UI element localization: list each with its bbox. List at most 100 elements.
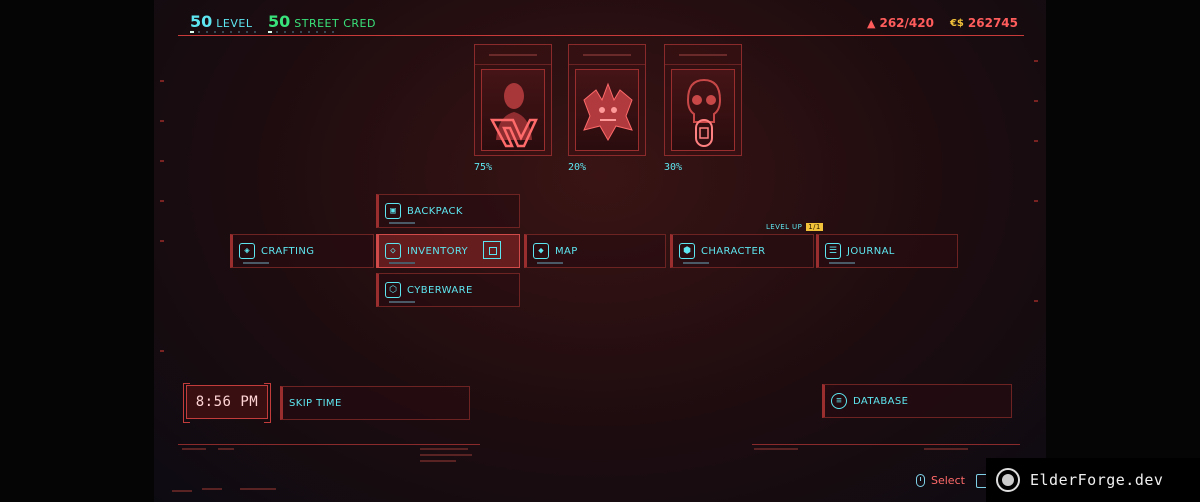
button-subline	[243, 262, 269, 264]
backpack-icon: ▣	[385, 203, 401, 219]
side-tick	[1034, 200, 1038, 202]
bottom-divider-right	[752, 444, 1020, 445]
select-prompt: Select	[916, 474, 990, 488]
mouse-left-click-icon	[916, 474, 925, 487]
footer-micro-text	[924, 448, 968, 450]
database-icon: ≡	[831, 393, 847, 409]
backpack-label: BACKPACK	[407, 205, 463, 217]
character-button[interactable]: ⬢ CHARACTER	[670, 234, 814, 268]
level-up-indicator: LEVEL UP 1/1	[766, 223, 823, 231]
top-bar: 50 LEVEL 50 STREET CRED ▲ 262/420 €$ 262…	[178, 12, 1024, 36]
card-caption	[475, 45, 551, 65]
crafting-button[interactable]: ◈ CRAFTING	[230, 234, 374, 268]
eurodollar-icon: €$	[949, 17, 964, 29]
side-tick	[1034, 60, 1038, 62]
map-label: MAP	[555, 245, 578, 257]
side-tick	[160, 350, 164, 352]
footer-micro-text	[754, 448, 798, 450]
card-samurai-percent: 20%	[568, 162, 587, 173]
clock-time: 8:56 PM	[195, 394, 259, 410]
letterbox-left	[0, 0, 154, 502]
crafting-icon: ◈	[239, 243, 255, 259]
footer-micro-text	[420, 460, 456, 462]
side-tick	[1034, 100, 1038, 102]
cyberware-button[interactable]: ⬡ CYBERWARE	[376, 273, 520, 307]
journal-button[interactable]: ☰ JOURNAL	[816, 234, 958, 268]
resource-stats: ▲ 262/420 €$ 262745	[867, 16, 1018, 30]
selection-cursor-icon	[483, 241, 501, 259]
database-label: DATABASE	[853, 395, 909, 407]
money-value: 262745	[967, 16, 1018, 30]
level-label: LEVEL	[216, 17, 253, 30]
select-label: Select	[931, 474, 965, 487]
map-button[interactable]: ◆ MAP	[524, 234, 666, 268]
bottom-divider-left	[178, 444, 480, 445]
v-portrait-icon	[481, 69, 545, 151]
crafting-label: CRAFTING	[261, 245, 315, 257]
card-skull[interactable]	[664, 44, 742, 156]
footer-micro-text	[172, 490, 192, 492]
side-tick	[160, 240, 164, 242]
card-skull-percent: 30%	[664, 162, 683, 173]
button-subline	[537, 262, 563, 264]
footer-micro-text	[420, 448, 468, 450]
inventory-button[interactable]: ◇ INVENTORY	[376, 234, 520, 268]
side-tick	[160, 80, 164, 82]
letterbox-right	[1046, 0, 1200, 502]
game-screen: 50 LEVEL 50 STREET CRED ▲ 262/420 €$ 262…	[154, 0, 1046, 502]
footer-micro-text	[202, 488, 222, 490]
street-cred-progress-bar	[268, 31, 338, 33]
carry-weight-value: 262/420	[879, 16, 934, 30]
cyberware-label: CYBERWARE	[407, 284, 473, 296]
button-subline	[829, 262, 855, 264]
inventory-icon: ◇	[385, 243, 401, 259]
character-label: CHARACTER	[701, 245, 766, 257]
side-tick	[1034, 140, 1038, 142]
watermark: ElderForge.dev	[986, 458, 1200, 502]
elderforge-logo-icon	[996, 468, 1020, 492]
map-icon: ◆	[533, 243, 549, 259]
journal-label: JOURNAL	[847, 245, 895, 257]
inventory-label: INVENTORY	[407, 245, 469, 257]
card-v[interactable]	[474, 44, 552, 156]
button-subline	[389, 222, 415, 224]
footer-micro-text	[218, 448, 234, 450]
street-cred-display: 50 STREET CRED	[268, 12, 376, 33]
database-button[interactable]: ≡ DATABASE	[822, 384, 1012, 418]
side-tick	[160, 160, 164, 162]
side-tick	[160, 120, 164, 122]
cyberware-icon: ⬡	[385, 282, 401, 298]
button-subline	[389, 301, 415, 303]
carry-weight: ▲ 262/420	[867, 16, 934, 30]
watermark-text: ElderForge.dev	[1030, 471, 1164, 489]
level-up-label: LEVEL UP	[766, 223, 803, 231]
button-subline	[683, 262, 709, 264]
money: €$ 262745	[950, 16, 1018, 30]
level-progress-bar	[190, 31, 260, 33]
character-icon: ⬢	[679, 243, 695, 259]
button-subline	[389, 262, 415, 264]
level-display: 50 LEVEL	[190, 12, 260, 33]
side-tick	[160, 200, 164, 202]
side-tick	[1034, 300, 1038, 302]
weight-icon: ▲	[867, 16, 876, 30]
level-up-badge: 1/1	[806, 223, 823, 231]
game-clock: 8:56 PM	[183, 383, 271, 423]
skull-icon	[671, 69, 735, 151]
backpack-button[interactable]: ▣ BACKPACK	[376, 194, 520, 228]
card-caption	[569, 45, 645, 65]
street-cred-value: 50	[268, 12, 291, 31]
street-cred-label: STREET CRED	[294, 17, 376, 30]
footer-micro-text	[240, 488, 276, 490]
samurai-logo-icon	[575, 69, 639, 151]
card-samurai[interactable]	[568, 44, 646, 156]
footer-micro-text	[420, 454, 472, 456]
card-caption	[665, 45, 741, 65]
top-divider	[178, 35, 1024, 36]
level-value: 50	[190, 12, 213, 31]
card-v-percent: 75%	[474, 162, 493, 173]
journal-icon: ☰	[825, 243, 841, 259]
skip-time-button[interactable]: SKIP TIME	[280, 386, 470, 420]
skip-time-label: SKIP TIME	[289, 397, 342, 409]
footer-micro-text	[182, 448, 206, 450]
